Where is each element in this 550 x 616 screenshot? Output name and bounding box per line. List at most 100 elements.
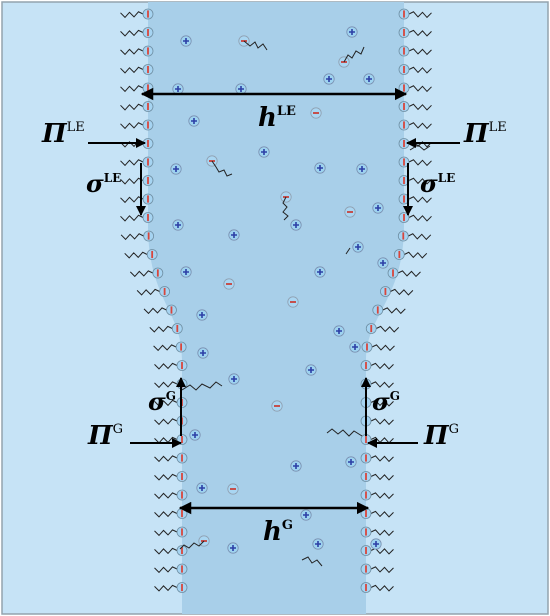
- pi-le-right-label: ΠLE: [463, 119, 507, 149]
- plus-ion-icon: [180, 266, 192, 278]
- surfactant-icon: [154, 526, 188, 538]
- plus-ion-icon: [314, 162, 326, 174]
- surfactant-icon: [398, 8, 432, 20]
- surfactant-icon: [120, 8, 154, 20]
- surfactant-icon: [143, 304, 177, 316]
- surfactant-icon: [120, 193, 154, 205]
- surfactant-icon: [154, 489, 188, 501]
- surfactant-icon: [398, 156, 432, 168]
- surfactant-icon: [301, 556, 323, 567]
- surfactant-icon: [120, 27, 154, 38]
- plus-ion-icon: [258, 146, 270, 158]
- plus-ion-icon: [172, 219, 184, 231]
- plus-ion-icon: [228, 229, 240, 241]
- plus-ion-icon: [345, 456, 357, 468]
- surfactant-icon: [360, 563, 394, 575]
- surfactant-icon: [153, 341, 187, 353]
- surfactant-icon: [360, 489, 394, 501]
- surfactant-icon: [179, 540, 205, 550]
- surfactant-icon: [398, 175, 432, 186]
- plus-ion-icon: [170, 163, 182, 175]
- surfactant-icon: [398, 64, 432, 75]
- plus-ion-icon: [333, 325, 345, 337]
- surfactant-icon: [149, 323, 183, 334]
- surfactant-icon: [129, 267, 164, 279]
- surfactant-icon: [120, 156, 154, 168]
- surfactant-icon: [397, 230, 432, 242]
- plus-ion-icon: [323, 73, 335, 85]
- surfactant-icon: [387, 267, 421, 279]
- plus-ion-icon: [227, 542, 239, 554]
- free-surfactant-layer: [179, 40, 431, 567]
- minus-ion-icon: [344, 206, 356, 218]
- plus-ion-icon: [189, 429, 201, 441]
- plus-ion-icon: [290, 460, 302, 472]
- surfactant-icon: [326, 428, 363, 437]
- sigma-le-right-label: σLE: [420, 169, 455, 198]
- surfactant-icon: [211, 160, 233, 177]
- surfactant-icon: [120, 119, 154, 131]
- surfactant-icon: [380, 286, 414, 297]
- surfactant-icon: [372, 304, 406, 316]
- plus-ion-icon: [172, 83, 184, 95]
- plus-ion-icon: [312, 538, 324, 550]
- plus-ion-icon: [370, 538, 382, 550]
- sigma-g-right-label: σG: [372, 387, 400, 416]
- surfactant-icon: [365, 323, 400, 334]
- surfactant-icon: [154, 545, 188, 556]
- minus-ion-icon: [227, 483, 239, 495]
- plus-ion-icon: [305, 364, 317, 376]
- surfactant-layer: [120, 8, 432, 593]
- minus-ion-icon: [310, 107, 322, 119]
- surfactant-icon: [360, 471, 394, 482]
- surfactant-icon: [393, 249, 428, 260]
- surfactant-icon: [154, 360, 188, 371]
- plus-ion-icon: [356, 163, 368, 175]
- surfactant-icon: [154, 471, 188, 482]
- surfactant-icon: [120, 175, 154, 186]
- surfactant-icon: [343, 46, 365, 63]
- surfactant-icon: [154, 452, 188, 464]
- plus-ion-icon: [314, 266, 326, 278]
- surfactant-icon: [120, 45, 154, 57]
- plus-ion-icon: [363, 73, 375, 85]
- plus-ion-icon: [235, 83, 247, 95]
- minus-ion-icon: [271, 400, 283, 412]
- surfactant-icon: [154, 563, 188, 575]
- surfactant-icon: [282, 196, 289, 221]
- surfactant-icon: [154, 582, 188, 593]
- surfactant-icon: [360, 360, 394, 371]
- minus-ion-icon: [287, 296, 299, 308]
- sigma-g-left-label: σG: [148, 387, 176, 416]
- surfactant-icon: [360, 526, 394, 538]
- plus-ion-icon: [346, 26, 358, 38]
- surfactant-icon: [120, 64, 154, 75]
- plus-ion-icon: [352, 241, 364, 253]
- plus-ion-icon: [196, 482, 208, 494]
- plus-ion-icon: [372, 202, 384, 214]
- plus-ion-icon: [290, 219, 302, 231]
- surfactant-icon: [398, 101, 432, 112]
- plus-ion-icon: [377, 257, 389, 269]
- surfactant-icon: [360, 582, 394, 593]
- surfactant-icon: [398, 45, 432, 57]
- surfactant-icon: [345, 247, 351, 255]
- plus-ion-icon: [188, 115, 200, 127]
- minus-ion-icon: [223, 278, 235, 290]
- surfactant-icon: [136, 286, 171, 297]
- surfactant-icon: [360, 452, 394, 464]
- pi-le-left-label: ΠLE: [41, 119, 85, 149]
- sigma-le-left-label: σLE: [86, 169, 121, 198]
- surfactant-icon: [361, 341, 395, 353]
- h-le-label: hLE: [258, 103, 296, 133]
- plus-ion-icon: [300, 509, 312, 521]
- plus-ion-icon: [349, 341, 361, 353]
- pi-g-right-label: ΠG: [423, 421, 459, 451]
- plus-ion-icon: [180, 35, 192, 47]
- surfactant-icon: [181, 381, 223, 391]
- pi-g-left-label: ΠG: [87, 421, 123, 451]
- h-g-label: hG: [263, 517, 293, 547]
- film-channel: [148, 2, 404, 614]
- surfactant-icon: [120, 230, 155, 242]
